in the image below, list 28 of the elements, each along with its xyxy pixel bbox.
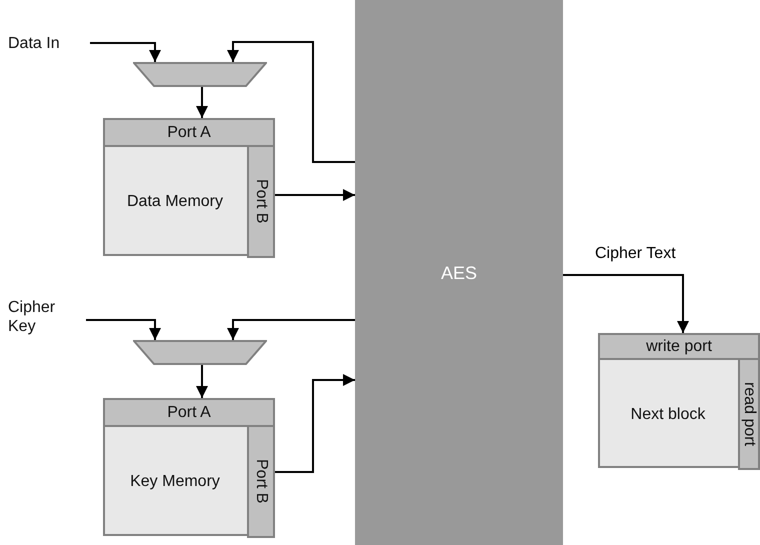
port-header: write port [598,333,760,360]
multiplexer-symbol [133,340,267,365]
port-column: Port B [247,425,275,538]
multiplexer-symbol [133,62,267,87]
arrow [227,319,355,340]
arrow [275,374,355,473]
input-label: Cipher Key [8,298,64,336]
edge-label: Cipher Text [593,245,678,263]
arrow [227,41,355,163]
memory-block [598,333,760,468]
block-label: Data Memory [126,192,224,211]
arrow [86,319,161,340]
block-label: Next block [630,404,706,424]
arrow [196,87,208,118]
block-label: AES [440,264,478,283]
input-label: Data In [8,34,86,53]
arrow [275,189,355,201]
port-header: Port A [103,118,275,147]
block-label: Key Memory [130,472,220,491]
arrow [563,274,689,333]
port-column: Port B [247,145,275,258]
memory-block [103,398,275,536]
arrow [90,42,161,62]
processor-block [355,0,563,545]
port-header: Port A [103,398,275,427]
memory-block [103,118,275,256]
port-column: read port [738,358,760,470]
arrow [196,365,208,398]
